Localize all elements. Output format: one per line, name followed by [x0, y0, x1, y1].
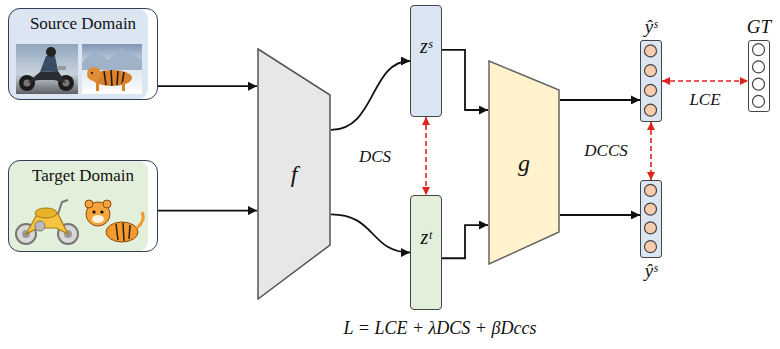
motorcycle-photo: [16, 44, 78, 94]
encoder-trapezoid: f: [257, 48, 331, 300]
node-label: g: [518, 149, 530, 176]
neuron: [645, 222, 657, 234]
flow-arrow: [442, 225, 488, 258]
node-label: zˢ: [420, 34, 432, 57]
loss-connector: [650, 122, 652, 180]
loss-connector: [425, 117, 427, 195]
flow-arrow: [331, 214, 410, 252]
loss-formula: L = LCE + λDCS + βDccs: [344, 317, 537, 339]
feature-vector: zˢ: [410, 5, 442, 117]
loss-label: DCCS: [582, 141, 629, 161]
label-vector: GT: [748, 40, 770, 112]
flow-arrow: [560, 214, 640, 216]
flow-arrow: [158, 210, 257, 212]
output-vector: ŷˢ: [640, 180, 662, 258]
feature-vector: zᵗ: [410, 195, 442, 310]
trapezoid-shape: [489, 61, 559, 264]
cartoon-tiger: [85, 200, 143, 242]
neuron: [753, 95, 765, 107]
neuron: [645, 45, 657, 57]
neuron: [645, 241, 657, 253]
neuron: [645, 203, 657, 215]
classifier-trapezoid: g: [488, 60, 560, 265]
node-label: Source Domain: [9, 9, 157, 35]
node-label: ŷˢ: [645, 260, 657, 282]
output-vector: ŷˢ: [640, 40, 662, 122]
tiger-photo: [82, 44, 142, 94]
neuron: [645, 104, 657, 116]
domain-panel: Source Domain: [8, 8, 158, 100]
node-label: zᵗ: [420, 225, 431, 248]
node-label: Target Domain: [9, 161, 157, 187]
trapezoid-shape: [258, 49, 330, 299]
node-label: GT: [747, 16, 771, 38]
loss-label: LCE: [687, 90, 722, 110]
node-label: f: [291, 161, 298, 188]
neuron-dots: [641, 41, 660, 120]
flow-arrow: [560, 99, 640, 101]
flow-arrow: [442, 50, 488, 110]
neuron-dots: [749, 41, 768, 110]
cartoon-motorcycle: [16, 200, 78, 244]
loss-connector: [662, 80, 748, 82]
neuron: [753, 44, 765, 56]
neuron: [753, 61, 765, 73]
loss-label: DCS: [357, 147, 393, 167]
flow-arrow: [158, 85, 257, 87]
node-label: ŷˢ: [645, 16, 657, 38]
neuron: [753, 78, 765, 90]
neuron: [645, 84, 657, 96]
domain-panel: Target Domain: [8, 160, 158, 252]
neuron: [645, 184, 657, 196]
flow-arrow: [331, 61, 410, 130]
neuron-dots: [641, 181, 660, 256]
neuron: [645, 65, 657, 77]
